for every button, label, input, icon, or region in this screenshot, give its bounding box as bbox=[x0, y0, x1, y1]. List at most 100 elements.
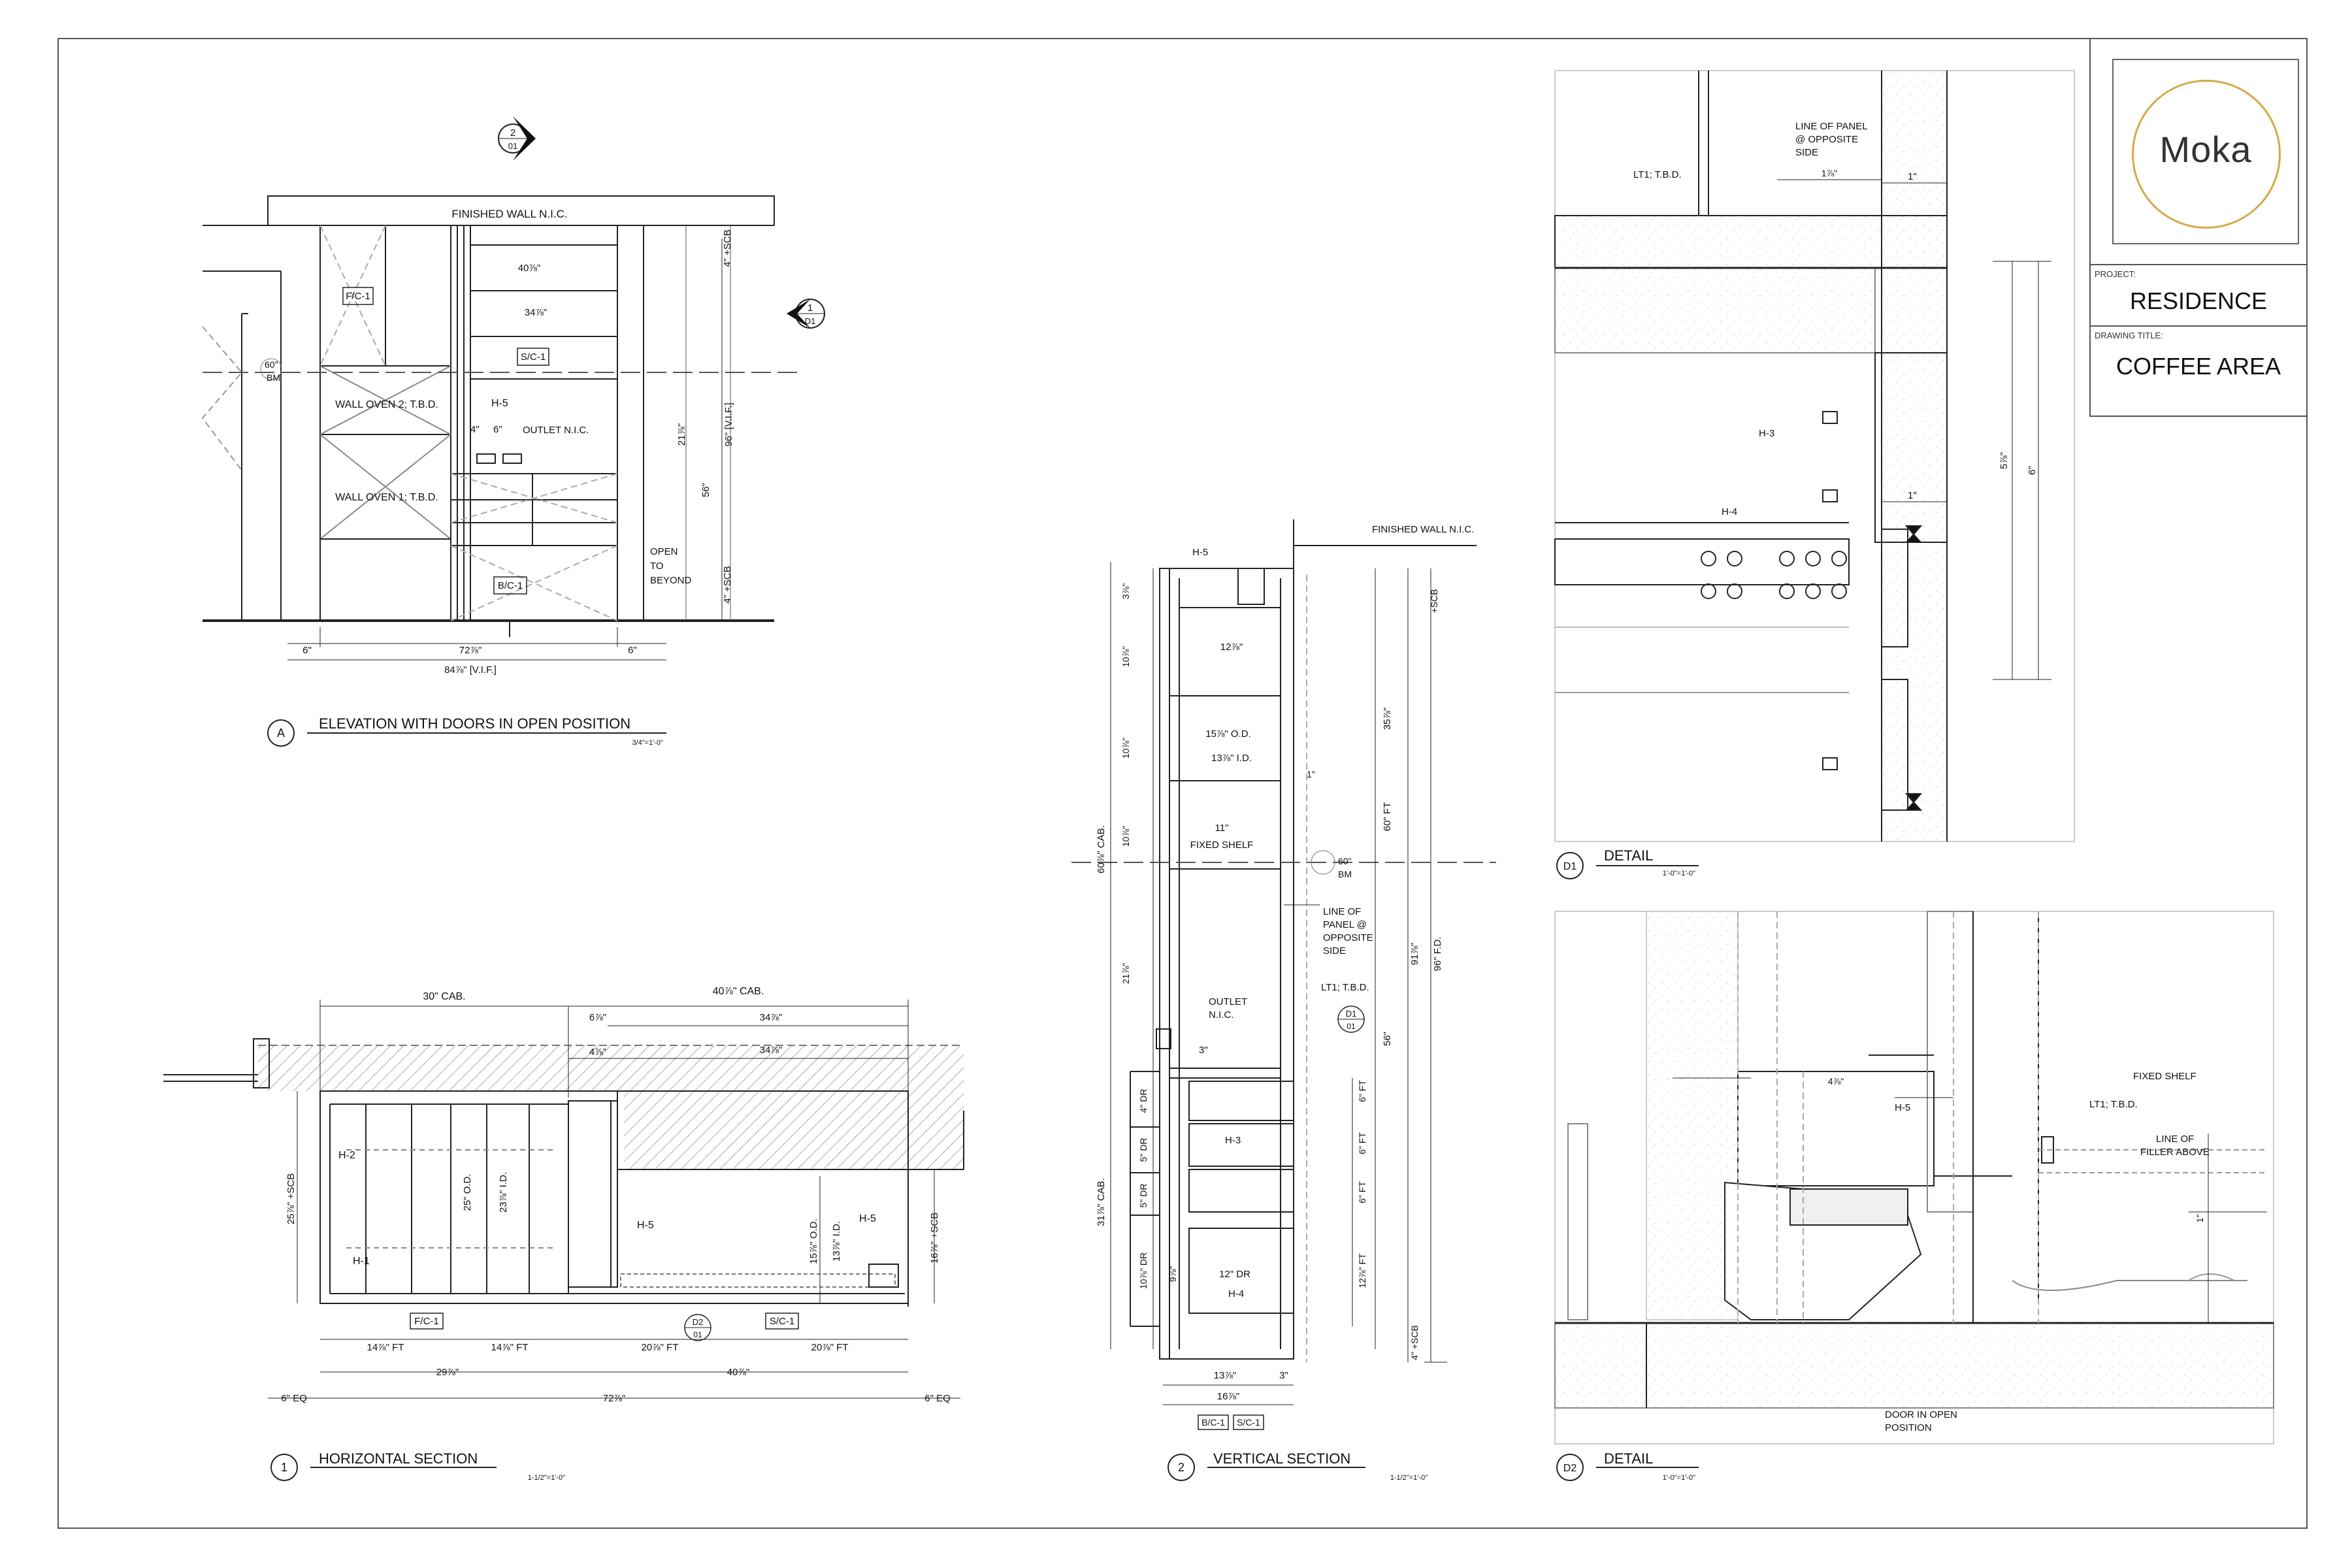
vs-od-15: 15⅞" O.D. bbox=[1205, 728, 1251, 740]
d2-line-of-filler-1: LINE OF bbox=[2156, 1134, 2194, 1145]
vs-dim-12a: 12⅞" bbox=[1220, 642, 1243, 653]
hs-dim-34a: 34⅞" bbox=[760, 1012, 783, 1023]
dim-84-vif: 84⅞" [V.I.F.] bbox=[444, 664, 497, 676]
vs-bm-60: 60" bbox=[1338, 856, 1352, 866]
vs-cab-31: 31⅞" CAB. bbox=[1096, 1178, 1107, 1226]
detail-d2-labels: FIXED SHELF LT1; T.B.D. LINE OF FILLER A… bbox=[1563, 1071, 2210, 1482]
hs-sc1: S/C-1 bbox=[770, 1316, 794, 1327]
hs-dim-34b: 34⅞" bbox=[760, 1045, 783, 1056]
hs-scb-16: 16⅞" +SCB bbox=[929, 1213, 940, 1264]
vs-dim-10a: 10⅞" bbox=[1120, 646, 1131, 667]
d1-dim-1b: 1" bbox=[1908, 490, 1917, 501]
view-title-1: HORIZONTAL SECTION bbox=[319, 1450, 478, 1467]
dim-6: 6" bbox=[493, 424, 502, 435]
vertical-section-view bbox=[1071, 519, 1496, 1481]
vs-d1-bottom: 01 bbox=[1347, 1022, 1356, 1031]
hs-h2: H-2 bbox=[338, 1150, 355, 1161]
elevation-labels: FINISHED WALL N.I.C. 2 01 1 D1 F/C-1 S/C… bbox=[265, 127, 815, 747]
view-scale-d2: 1'-0"=1'-0" bbox=[1663, 1474, 1695, 1482]
d1-line-of-panel-1: LINE OF PANEL bbox=[1795, 121, 1868, 132]
project-label: PROJECT: bbox=[2095, 269, 2136, 279]
section-marker-1-bottom: D1 bbox=[805, 316, 816, 326]
hs-od-15: 15⅞" O.D. bbox=[808, 1218, 819, 1264]
vs-bc1: B/C-1 bbox=[1201, 1417, 1225, 1428]
vs-ft-6a: 6" FT bbox=[1357, 1080, 1367, 1102]
view-title-d2: DETAIL bbox=[1604, 1450, 1653, 1467]
vs-sc1: S/C-1 bbox=[1237, 1417, 1260, 1428]
hs-h1: H-1 bbox=[353, 1256, 370, 1267]
vs-ft-12: 12⅞" FT bbox=[1357, 1253, 1367, 1288]
detail-d1-labels: LINE OF PANEL @ OPPOSITE SIDE LT1; T.B.D… bbox=[1563, 121, 2038, 877]
vs-dim-11: 11" bbox=[1215, 823, 1229, 834]
d2-dim-1: 1" bbox=[2195, 1215, 2205, 1223]
vs-line-of-panel-2: PANEL @ bbox=[1323, 919, 1367, 930]
h5-label: H-5 bbox=[491, 398, 508, 409]
hs-dim-40: 40⅞" bbox=[727, 1367, 750, 1378]
section-marker-1-top: 1 bbox=[808, 302, 813, 314]
vs-scb-top: +SCB bbox=[1429, 589, 1439, 613]
hs-id-23: 23⅞" I.D. bbox=[498, 1172, 509, 1213]
d2-h5: H-5 bbox=[1895, 1102, 1910, 1113]
project-row: PROJECT: RESIDENCE bbox=[2089, 264, 2308, 325]
title-block bbox=[2089, 38, 2308, 417]
vs-h4: H-4 bbox=[1228, 1288, 1244, 1299]
vs-dim-10b: 10⅞" bbox=[1120, 738, 1131, 759]
fc1-tag: F/C-1 bbox=[346, 291, 370, 302]
vs-lt1: LT1; T.B.D. bbox=[1321, 982, 1369, 993]
logo: Moka bbox=[2112, 59, 2299, 244]
detail-d2-view bbox=[1554, 911, 2274, 1481]
vs-dim-56: 56" bbox=[1382, 1032, 1393, 1046]
dim-4-scb-bottom: 4" +SCB bbox=[722, 566, 733, 603]
vs-fd-96: 96" F.D. bbox=[1432, 937, 1443, 972]
vs-line-of-panel-1: LINE OF bbox=[1323, 906, 1361, 917]
vs-dim-3c: 3⅞" bbox=[1120, 583, 1131, 599]
d1-lt1: LT1; T.B.D. bbox=[1633, 169, 1682, 180]
vs-dim-91: 91⅞" bbox=[1409, 943, 1420, 966]
vs-dim-1: 1" bbox=[1307, 769, 1315, 779]
hs-cab-40: 40⅞" CAB. bbox=[713, 986, 764, 997]
hs-d2-top: D2 bbox=[693, 1317, 704, 1327]
hs-h5a: H-5 bbox=[637, 1220, 654, 1231]
vs-dim-21: 21⅞" bbox=[1120, 963, 1131, 984]
view-marker-a: A bbox=[277, 727, 285, 740]
vs-ft-60: 60" FT bbox=[1382, 802, 1393, 832]
hs-ft-20b: 20⅞" FT bbox=[811, 1342, 848, 1353]
vs-bm: BM bbox=[1338, 869, 1352, 879]
hs-eq6-left: 6" EQ bbox=[281, 1393, 307, 1404]
section-marker-2-bottom: 01 bbox=[508, 141, 517, 151]
section-marker-2-top: 2 bbox=[510, 127, 515, 139]
wall-oven-1-label: WALL OVEN 1; T.B.D. bbox=[335, 492, 438, 503]
dim-21: 21⅞" bbox=[676, 423, 687, 446]
dim-6-left: 6" bbox=[302, 645, 312, 656]
vs-id-13: 13⅞" I.D. bbox=[1211, 753, 1252, 764]
vs-scb-4: 4" +SCB bbox=[1409, 1325, 1420, 1360]
hs-ft-14b: 14⅞" FT bbox=[491, 1342, 528, 1353]
d2-door-open-1: DOOR IN OPEN bbox=[1885, 1409, 1957, 1420]
horizontal-section-view bbox=[163, 1000, 964, 1481]
hs-cab-30: 30" CAB. bbox=[423, 991, 465, 1002]
hs-h5b: H-5 bbox=[859, 1213, 876, 1224]
vs-outlet-2: N.I.C. bbox=[1209, 1009, 1233, 1021]
view-scale-2: 1-1/2"=1'-0" bbox=[1390, 1474, 1428, 1482]
hs-id-13: 13⅞" I.D. bbox=[831, 1221, 842, 1262]
finished-wall-label: FINISHED WALL N.I.C. bbox=[451, 208, 567, 220]
logo-text: Moka bbox=[2159, 129, 2252, 170]
view-title-a: ELEVATION WITH DOORS IN OPEN POSITION bbox=[319, 715, 630, 732]
hs-dim-29: 29⅞" bbox=[436, 1367, 459, 1378]
d1-dim-1c: 1⅞" bbox=[1821, 168, 1837, 178]
dim-96-vif: 96" [V.I.F.] bbox=[723, 402, 734, 446]
sc1-tag: S/C-1 bbox=[521, 351, 546, 363]
horizontal-section-labels: 30" CAB. 40⅞" CAB. 6⅞" 34⅞" 34⅞" 4⅞" H-2… bbox=[281, 986, 951, 1482]
vs-d1-top: D1 bbox=[1346, 1009, 1357, 1019]
drawing-title-value: COFFEE AREA bbox=[2115, 353, 2281, 380]
elevation-view bbox=[201, 116, 825, 747]
d2-fixed-shelf: FIXED SHELF bbox=[2133, 1071, 2197, 1082]
dim-34: 34⅞" bbox=[525, 307, 547, 318]
vs-dim-9: 9⅞" bbox=[1168, 1266, 1178, 1282]
d1-dim-6: 6" bbox=[2027, 466, 2038, 475]
vs-line-of-panel-4: SIDE bbox=[1323, 945, 1346, 956]
view-title-d1: DETAIL bbox=[1604, 847, 1653, 864]
view-scale-d1: 1'-0"=1'-0" bbox=[1663, 870, 1695, 877]
hs-scb-25: 25⅞" +SCB bbox=[286, 1173, 297, 1224]
